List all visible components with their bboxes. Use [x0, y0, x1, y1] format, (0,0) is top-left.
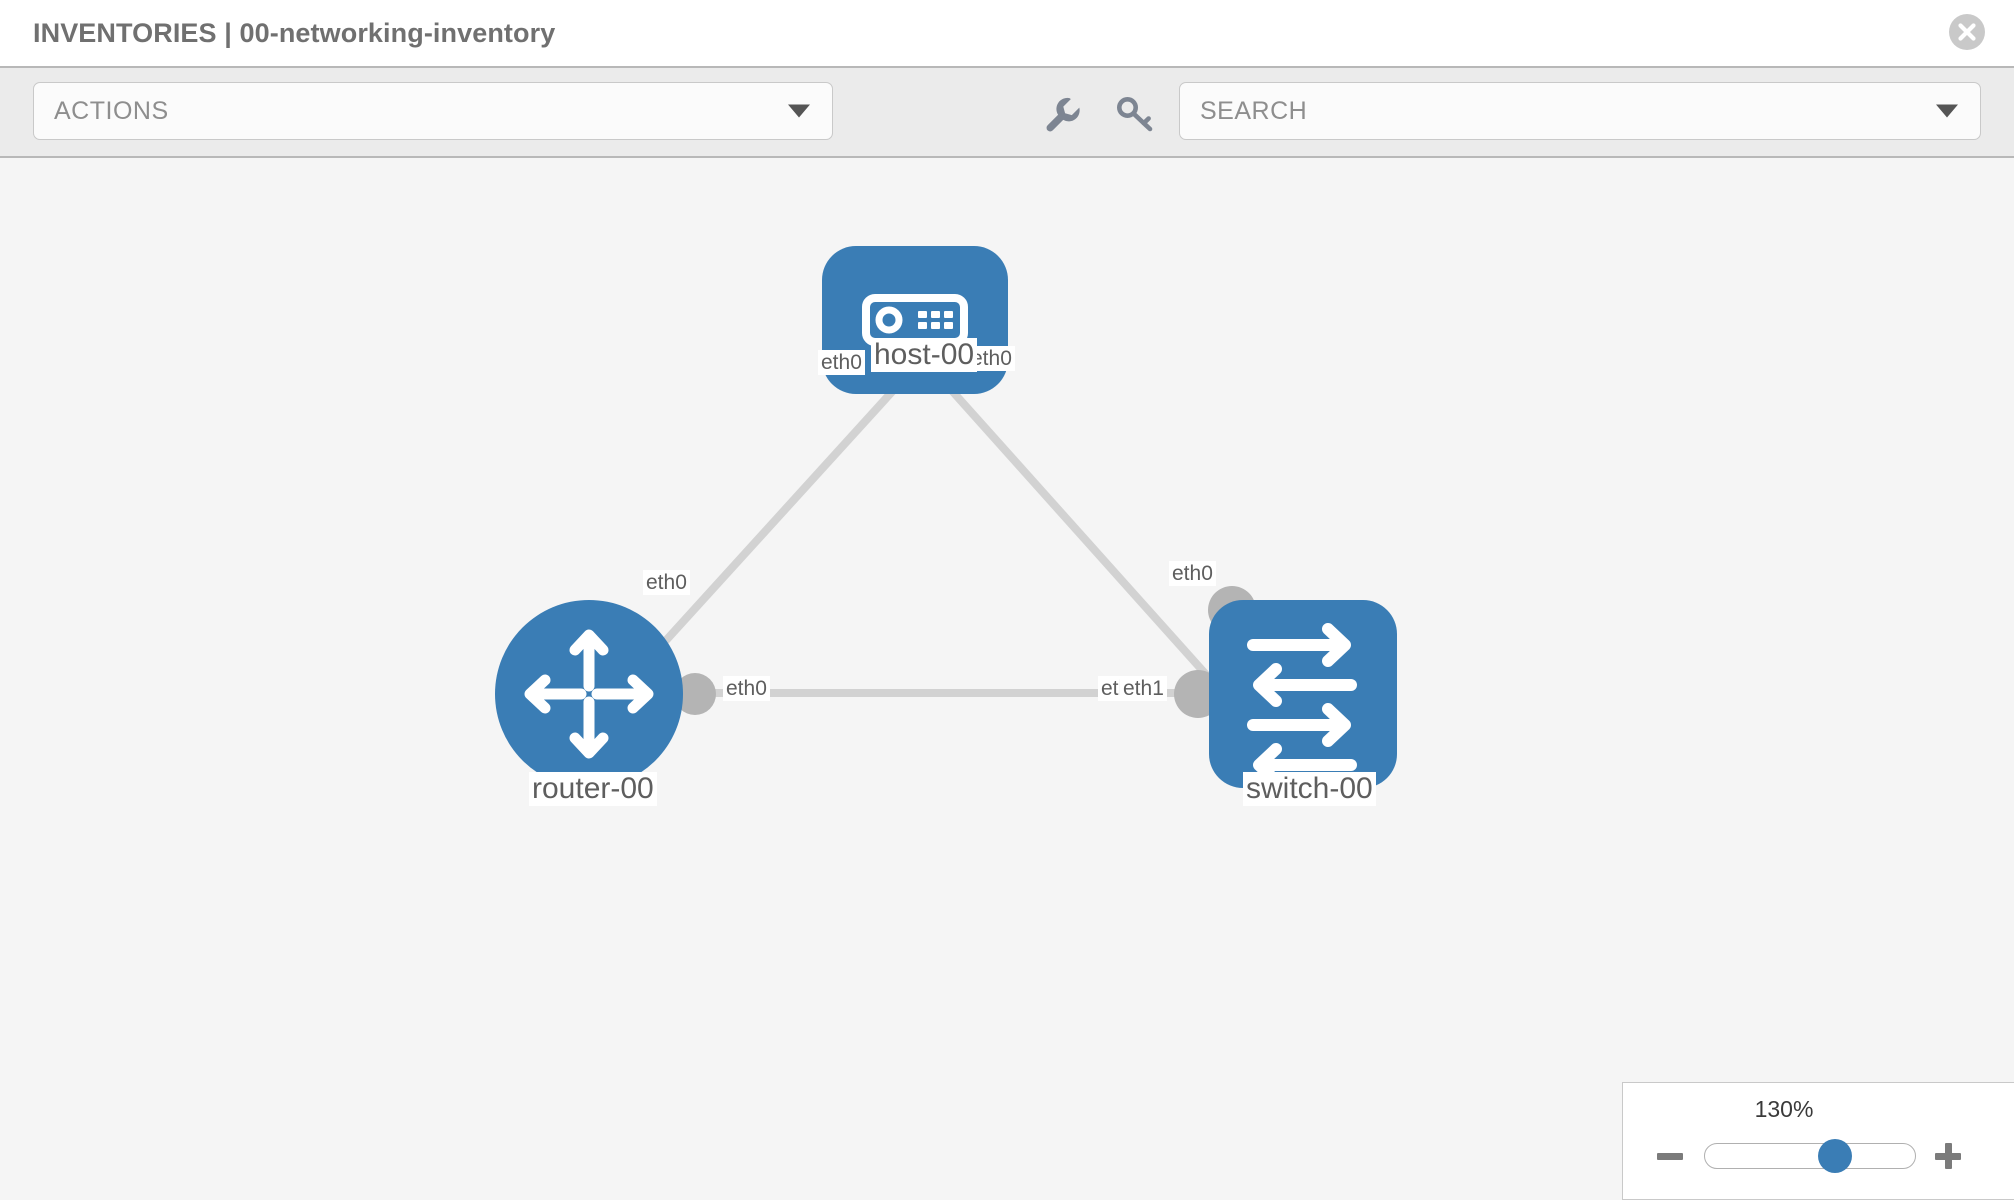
node-router-00[interactable]: [495, 600, 683, 788]
page-title: INVENTORIES | 00-networking-inventory: [33, 17, 556, 48]
topology-graph: [495, 246, 1397, 788]
link-layer: [597, 380, 1250, 721]
close-icon[interactable]: [1948, 13, 1986, 51]
zoom-slider-track[interactable]: [1704, 1139, 1916, 1173]
search-input[interactable]: SEARCH: [1179, 82, 1981, 140]
topology-canvas[interactable]: eth0 eth0 host-00 eth0 eth0 eth0 eth0 et…: [0, 158, 2014, 1200]
search-placeholder: SEARCH: [1200, 96, 1308, 125]
iface-label-host00-eth0-left: eth0: [818, 350, 865, 375]
link-host00-switch00[interactable]: [942, 380, 1248, 721]
node-switch-00[interactable]: [1209, 600, 1397, 788]
router-arrows-icon: [524, 629, 654, 759]
zoom-slider-row: [1623, 1133, 2014, 1179]
chevron-down-icon: [788, 104, 810, 118]
node-label-router-00: router-00: [529, 772, 657, 806]
key-icon[interactable]: [1114, 93, 1156, 135]
zoom-slider-handle[interactable]: [1818, 1139, 1853, 1173]
actions-dropdown-label: ACTIONS: [54, 96, 169, 125]
iface-label-switch00-eth1: eth1: [1120, 676, 1167, 701]
actions-dropdown[interactable]: ACTIONS: [33, 82, 833, 140]
wrench-icon[interactable]: [1040, 93, 1082, 135]
connector-router00-eth0: [674, 673, 716, 715]
iface-label-switch00-link-eth0: eth0: [1169, 561, 1216, 586]
zoom-control-panel: 130%: [1622, 1082, 2014, 1200]
node-label-host-00: host-00: [871, 338, 978, 372]
page-header: INVENTORIES | 00-networking-inventory: [0, 0, 2014, 66]
plus-icon[interactable]: [1935, 1143, 1961, 1169]
iface-label-router00-link-eth0: eth0: [643, 570, 690, 595]
chevron-down-icon: [1936, 104, 1958, 118]
toolbar-icon-group: [1040, 68, 1156, 160]
zoom-level-label: 130%: [1754, 1096, 1814, 1122]
topology-labels: eth0 eth0 host-00 eth0 eth0 eth0 eth0 et…: [0, 158, 2014, 1200]
minus-icon[interactable]: [1657, 1152, 1683, 1160]
iface-label-router00-eth0: eth0: [723, 676, 770, 701]
toolbar: ACTIONS SEARCH: [0, 66, 2014, 158]
node-label-switch-00: switch-00: [1243, 772, 1376, 806]
